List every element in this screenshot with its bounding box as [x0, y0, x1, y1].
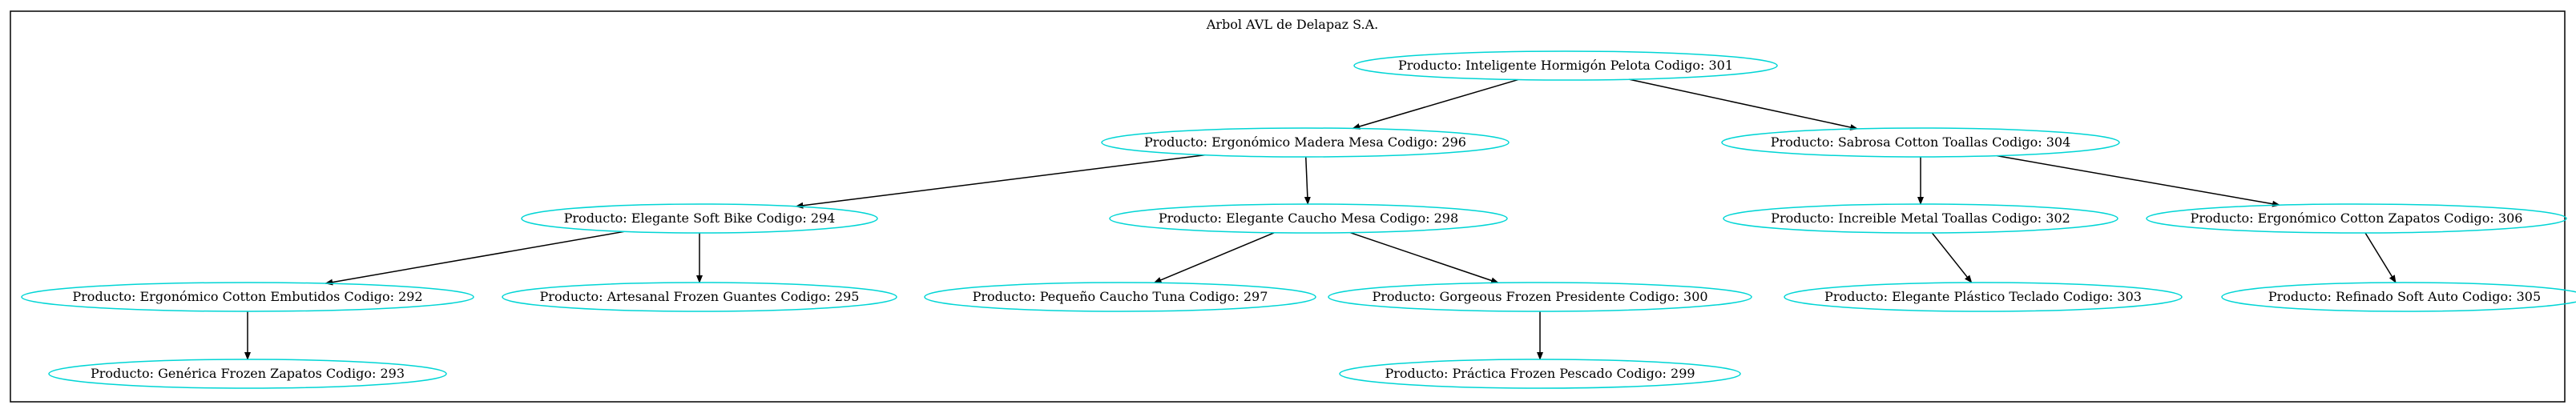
- node-ellipse: [502, 282, 897, 312]
- node-ellipse: [924, 282, 1316, 312]
- tree-node-n298: Producto: Elegante Caucho Mesa Codigo: 2…: [1109, 203, 1508, 234]
- node-ellipse: [21, 282, 474, 312]
- node-ellipse: [2146, 203, 2567, 234]
- node-label: Producto: Increible Metal Toallas Codigo…: [1771, 211, 2070, 226]
- tree-node-n292: Producto: Ergonómico Cotton Embutidos Co…: [21, 282, 474, 312]
- tree-node-n295: Producto: Artesanal Frozen Guantes Codig…: [502, 282, 897, 312]
- edge-n301-n296: [1352, 78, 1518, 130]
- node-label: Producto: Elegante Plástico Teclado Codi…: [1824, 289, 2142, 304]
- node-label: Producto: Refinado Soft Auto Codigo: 305: [2268, 289, 2541, 304]
- node-label: Producto: Elegante Soft Bike Codigo: 294: [564, 211, 836, 226]
- node-label: Producto: Práctica Frozen Pescado Codigo…: [1385, 366, 1695, 381]
- node-label: Producto: Elegante Caucho Mesa Codigo: 2…: [1159, 211, 1458, 226]
- node-ellipse: [1109, 203, 1508, 234]
- edge-n298-n300: [1349, 231, 1499, 284]
- edge-n306-n305: [2364, 232, 2397, 283]
- nodes-layer: Producto: Inteligente Hormigón Pelota Co…: [21, 50, 2576, 389]
- tree-node-n296: Producto: Ergonómico Madera Mesa Codigo:…: [1101, 127, 1510, 158]
- tree-node-n294: Producto: Elegante Soft Bike Codigo: 294: [521, 203, 878, 234]
- node-ellipse: [1723, 203, 2118, 234]
- node-ellipse: [1339, 359, 1741, 389]
- edge-n298-n297: [1153, 232, 1275, 283]
- node-ellipse: [521, 203, 878, 234]
- node-ellipse: [1784, 282, 2183, 312]
- node-label: Producto: Genérica Frozen Zapatos Codigo…: [91, 366, 405, 381]
- edge-n302-n303: [1931, 232, 1973, 283]
- edge-n294-n292: [325, 231, 625, 286]
- node-ellipse: [1353, 50, 1778, 81]
- node-ellipse: [48, 359, 447, 389]
- node-label: Producto: Pequeño Caucho Tuna Codigo: 29…: [973, 289, 1268, 304]
- diagram-frame: [10, 10, 2566, 403]
- node-label: Producto: Ergonómico Cotton Zapatos Codi…: [2191, 211, 2523, 226]
- tree-node-n302: Producto: Increible Metal Toallas Codigo…: [1723, 203, 2118, 234]
- tree-node-n306: Producto: Ergonómico Cotton Zapatos Codi…: [2146, 203, 2567, 234]
- edge-n304-n306: [1997, 154, 2281, 207]
- diagram-title: Arbol AVL de Delapaz S.A.: [1206, 17, 1378, 32]
- node-ellipse: [1101, 127, 1510, 158]
- node-label: Producto: Artesanal Frozen Guantes Codig…: [540, 289, 860, 304]
- node-label: Producto: Ergonómico Madera Mesa Codigo:…: [1144, 134, 1466, 150]
- edges-layer: [244, 78, 2397, 360]
- node-ellipse: [1328, 282, 1752, 312]
- node-ellipse: [2221, 282, 2576, 312]
- node-label: Producto: Inteligente Hormigón Pelota Co…: [1398, 58, 1733, 73]
- node-label: Producto: Ergonómico Cotton Embutidos Co…: [72, 289, 422, 304]
- edge-n296-n298: [1304, 156, 1311, 205]
- tree-node-n297: Producto: Pequeño Caucho Tuna Codigo: 29…: [924, 282, 1316, 312]
- node-label: Producto: Gorgeous Frozen Presidente Cod…: [1372, 289, 1707, 304]
- tree-node-n305: Producto: Refinado Soft Auto Codigo: 305: [2221, 282, 2576, 312]
- node-ellipse: [1721, 127, 2120, 158]
- tree-node-n300: Producto: Gorgeous Frozen Presidente Cod…: [1328, 282, 1752, 312]
- edge-n296-n294: [795, 154, 1206, 209]
- tree-node-n301: Producto: Inteligente Hormigón Pelota Co…: [1353, 50, 1778, 81]
- edge-n301-n304: [1629, 78, 1859, 130]
- node-label: Producto: Sabrosa Cotton Toallas Codigo:…: [1771, 134, 2071, 150]
- tree-node-n299: Producto: Práctica Frozen Pescado Codigo…: [1339, 359, 1741, 389]
- tree-node-n303: Producto: Elegante Plástico Teclado Codi…: [1784, 282, 2183, 312]
- tree-node-n304: Producto: Sabrosa Cotton Toallas Codigo:…: [1721, 127, 2120, 158]
- tree-node-n293: Producto: Genérica Frozen Zapatos Codigo…: [48, 359, 447, 389]
